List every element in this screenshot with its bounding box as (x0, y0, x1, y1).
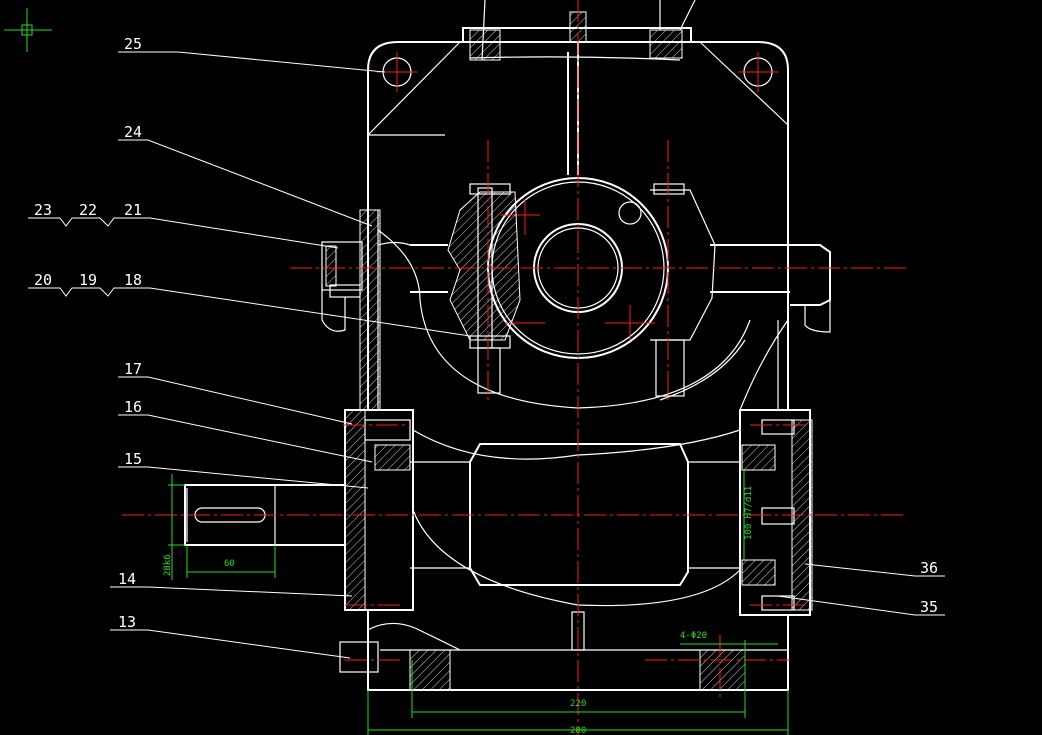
dim-bearing-fit: 100 H7/d11 (744, 486, 754, 540)
part-label-19: 19 (79, 271, 97, 289)
dim-base-width: 280 (570, 726, 586, 735)
part-label-18: 18 (124, 271, 142, 289)
bearing-lug-left (447, 183, 521, 394)
part-label-16: 16 (124, 398, 142, 416)
center-lines (122, 0, 910, 735)
part-label-35: 35 (920, 598, 938, 616)
dim-bolt-span: 220 (570, 699, 586, 709)
part-label-15: 15 (124, 450, 142, 468)
ucs-crosshair-icon (4, 8, 52, 52)
housing-base (339, 610, 789, 691)
leader-lines (28, 51, 945, 659)
inspection-cover (462, 0, 696, 175)
part-label-36: 36 (920, 559, 938, 577)
part-label-21: 21 (124, 201, 142, 219)
lifting-hole-right (738, 52, 778, 92)
part-label-22: 22 (79, 201, 97, 219)
part-label-17: 17 (124, 360, 142, 378)
part-label-24: 24 (124, 123, 142, 141)
part-label-14: 14 (118, 570, 136, 588)
housing-outline (359, 41, 789, 411)
output-shaft (377, 241, 831, 333)
part-label-25: 25 (124, 35, 142, 53)
part-label-13: 13 (118, 613, 136, 631)
dimension-lines (168, 470, 789, 735)
dim-bolt-holes: 4-Φ20 (680, 631, 707, 641)
part-labels: 25 24 23 22 21 20 19 18 17 16 15 14 13 3… (34, 35, 938, 631)
part-label-20: 20 (34, 271, 52, 289)
worm-shaft-assembly (184, 409, 813, 616)
bearing-lug-right (650, 183, 716, 397)
housing-inner-curves (377, 229, 789, 411)
dim-key-length: 60 (224, 559, 235, 569)
part-label-23: 23 (34, 201, 52, 219)
dim-shaft-diameter: 28k6 (163, 554, 173, 576)
flange-bolt-left (321, 241, 363, 332)
